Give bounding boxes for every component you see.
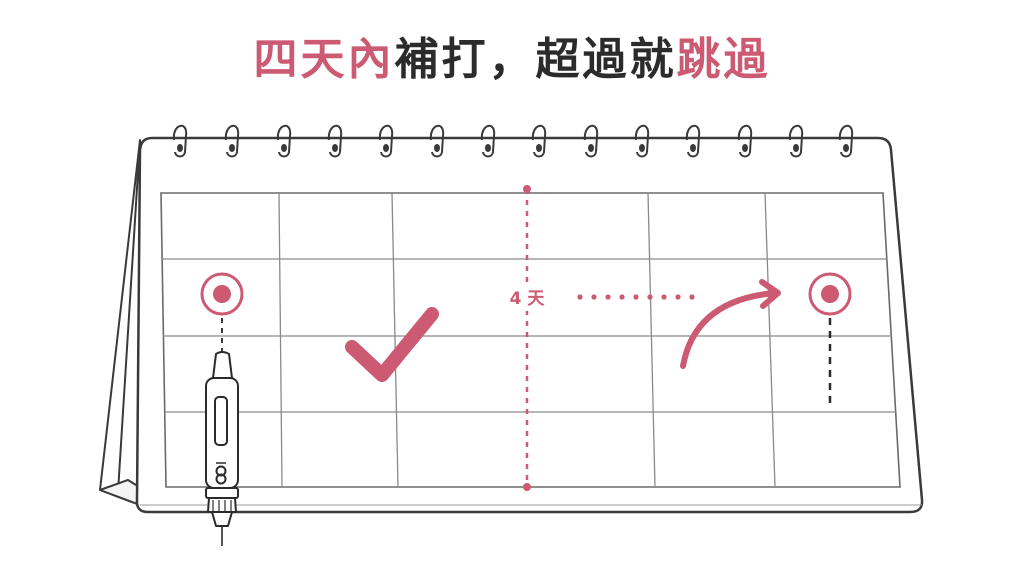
target-dot-icon: [200, 272, 244, 354]
spiral-ring: [583, 125, 599, 158]
binding-hole: [742, 144, 748, 152]
target-dot-icon: [808, 272, 852, 408]
title-main-text: 補打，超過就: [394, 34, 677, 85]
binding-hole: [639, 144, 645, 152]
spiral-ring: [788, 125, 804, 158]
binding-hole: [177, 144, 183, 152]
spiral-ring: [172, 125, 188, 158]
spiral-ring: [685, 125, 701, 158]
calendar-icon: [135, 136, 924, 514]
spiral-ring: [224, 125, 240, 158]
binding-hole: [690, 144, 696, 152]
page-title: 四天內補打，超過就跳過: [0, 30, 1024, 90]
interval-label: 4 天: [510, 289, 546, 309]
spiral-ring: [634, 125, 650, 158]
curved-arrow-icon: [680, 279, 781, 369]
binding-hole: [588, 144, 594, 152]
binding-hole: [843, 144, 849, 152]
title-highlight-skip: 跳過: [676, 34, 771, 85]
binding-hole: [793, 144, 799, 152]
spiral-binding: [172, 125, 854, 158]
spiral-ring: [378, 125, 394, 158]
spiral-ring: [737, 125, 753, 158]
binding-hole: [383, 144, 389, 152]
binding-hole: [485, 144, 491, 152]
spiral-ring: [327, 125, 343, 158]
binding-hole: [434, 144, 440, 152]
calendar-grid: [160, 192, 901, 488]
dotted-path: [577, 294, 695, 300]
spiral-ring: [480, 125, 496, 158]
interval-divider: [523, 185, 531, 491]
checkmark-icon: [345, 307, 439, 382]
binding-hole: [281, 144, 287, 152]
binding-hole: [332, 144, 338, 152]
spiral-ring: [276, 125, 292, 158]
spiral-ring: [429, 125, 445, 158]
spiral-ring: [838, 125, 854, 158]
binding-hole: [229, 144, 235, 152]
binding-hole: [536, 144, 542, 152]
title-highlight-time: 四天內: [253, 34, 395, 85]
spiral-ring: [531, 125, 547, 158]
injection-pen-icon: [205, 351, 239, 546]
